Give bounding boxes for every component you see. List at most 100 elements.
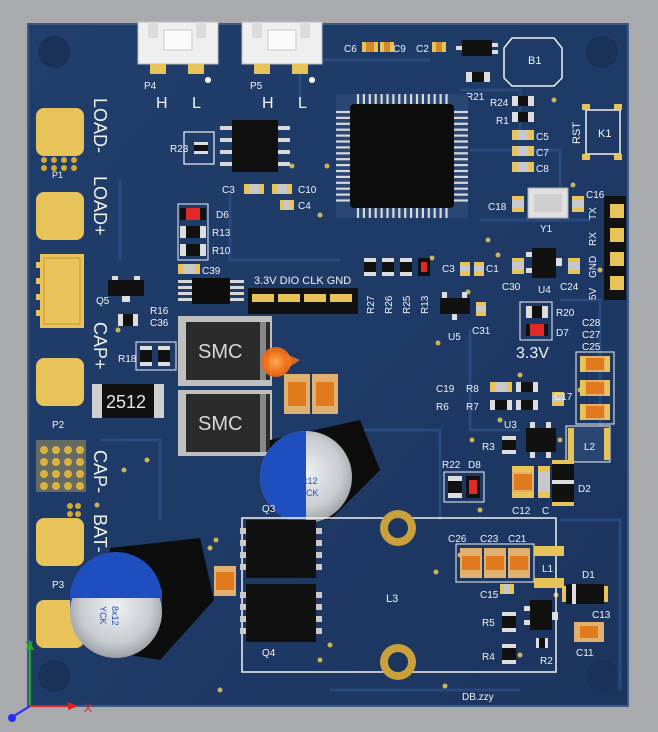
connector-p5[interactable] [241, 21, 323, 83]
tantalum-caps-pair [284, 374, 338, 414]
designator-c17: C17 [554, 392, 573, 403]
designator-p2: P2 [52, 420, 65, 431]
designator-d6: D6 [216, 210, 229, 221]
designator-r1: R1 [496, 116, 509, 127]
smc-top-marking: SMC [198, 341, 242, 363]
ic-soic-small[interactable] [178, 278, 244, 304]
designator-r27: R27 [366, 295, 377, 314]
axis-gizmo [8, 640, 78, 722]
smc-bottom-marking: SMC [198, 413, 242, 435]
p5-pin-h: H [262, 95, 274, 112]
designator-r13-left: R13 [212, 228, 231, 239]
designator-r16: R16 [150, 306, 169, 317]
tantalum-cap-left [214, 566, 236, 596]
resistor-r3 [502, 436, 516, 454]
designator-c6: C6 [344, 44, 357, 55]
ic-u3[interactable] [526, 422, 556, 458]
sot-top-right [456, 40, 498, 56]
diode-d2 [552, 460, 574, 506]
caps-c30-c24 [512, 258, 580, 274]
designator-d2: D2 [578, 484, 591, 495]
cap-c31 [476, 302, 486, 316]
caps-c21-c26 [455, 543, 535, 583]
bulk-caps-right-column [575, 351, 615, 425]
designator-d8: D8 [468, 460, 481, 471]
designator-l3: L3 [386, 593, 398, 605]
designator-r10: R10 [212, 246, 231, 257]
mosfet-q5-pad [36, 254, 84, 328]
designator-k1: K1 [598, 128, 611, 140]
designator-c: C [542, 506, 549, 517]
designator-p1: P1 [52, 170, 63, 180]
reset-switch-k1[interactable] [582, 104, 622, 160]
uart-header[interactable] [604, 196, 626, 300]
mosfet-q4[interactable] [240, 584, 322, 642]
designator-l2: L2 [584, 442, 596, 453]
diode-smc-top[interactable] [178, 316, 272, 386]
designator-l1: L1 [542, 564, 554, 575]
p5-pin-l: L [298, 95, 307, 112]
smd-caps-top [362, 42, 446, 52]
designator-p4: P4 [144, 81, 157, 92]
inductor-l1 [534, 546, 564, 588]
cap-c16 [572, 196, 584, 212]
designator-c24: C24 [560, 282, 579, 293]
mosfet-q3[interactable] [240, 520, 322, 578]
designator-c31: C31 [472, 326, 491, 337]
sot-near-r2 [524, 600, 558, 648]
p4-pin-l: L [192, 95, 201, 112]
designator-r22: R22 [442, 460, 461, 471]
designator-c7: C7 [536, 148, 549, 159]
designator-c11: C11 [576, 648, 594, 659]
designator-c3-right: C3 [442, 264, 455, 275]
cap-c11 [574, 622, 604, 642]
designator-r25: R25 [402, 295, 413, 314]
designator-c12: C12 [512, 506, 531, 517]
designator-p3: P3 [52, 580, 65, 591]
designator-q4: Q4 [262, 648, 276, 659]
designator-c16: C16 [586, 190, 605, 201]
caps-c3-c1-right [460, 262, 484, 276]
electrolytic-cap-right[interactable] [260, 420, 380, 523]
pads-p2[interactable] [36, 358, 86, 492]
resistor-r5 [502, 612, 516, 664]
diode-smc-bottom[interactable] [178, 390, 272, 456]
mounting-holes [38, 36, 618, 692]
mcu-qfp64[interactable] [336, 94, 468, 218]
ic-u5[interactable] [440, 292, 470, 320]
designator-c30: C30 [502, 282, 521, 293]
electrolytic-cap-left[interactable] [70, 538, 214, 660]
designator-d7: D7 [556, 328, 569, 339]
net-label-bat-minus: BAT- [90, 514, 110, 553]
designator-d1: D1 [582, 570, 595, 581]
selection-marker[interactable] [261, 347, 300, 377]
designator-c1: C1 [486, 264, 499, 275]
voltage-label-3v3: 3.3V [516, 345, 549, 362]
designator-r5: R5 [482, 618, 495, 629]
pads-p1[interactable] [36, 108, 84, 240]
cap-right-brand: YCK [300, 488, 319, 498]
designator-u3: U3 [504, 420, 517, 431]
designator-c2: C2 [416, 44, 429, 55]
crystal-y1 [527, 187, 569, 219]
designator-r20: R20 [556, 308, 575, 319]
designator-b1: B1 [528, 55, 541, 67]
designator-c8: C8 [536, 164, 549, 175]
designator-c26: C26 [448, 534, 467, 545]
designator-u5: U5 [448, 332, 461, 343]
designator-r8: R8 [466, 384, 479, 395]
r22-d8 [443, 471, 485, 503]
ic-u4-regulator[interactable] [526, 248, 562, 278]
cap-left-brand: YCK [98, 606, 108, 625]
designator-c23: C23 [480, 534, 499, 545]
axis-y-label: Y [25, 639, 33, 653]
designator-q5: Q5 [96, 296, 110, 307]
designator-c13: C13 [592, 610, 611, 621]
connector-p4[interactable] [137, 21, 219, 83]
designator-c4: C4 [298, 201, 311, 212]
r16-c36 [118, 314, 138, 326]
debug-header[interactable] [248, 288, 358, 314]
designator-c39: C39 [202, 266, 221, 277]
ic-soic8-upper[interactable] [220, 120, 290, 172]
